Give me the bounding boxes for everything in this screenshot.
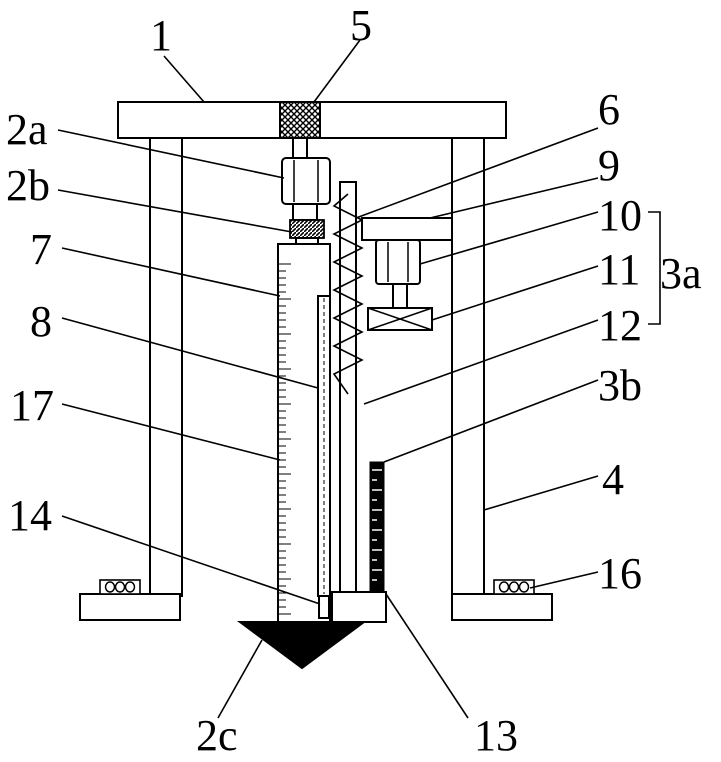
- label-17: 17: [10, 381, 54, 430]
- label-14: 14: [8, 491, 52, 540]
- cylinder: [376, 240, 420, 284]
- label-3a: 3a: [660, 249, 702, 298]
- sensor: [319, 596, 329, 618]
- bracket-arm: [362, 218, 452, 240]
- label-7: 7: [30, 225, 52, 274]
- left-foot: [80, 594, 180, 620]
- screw-shaft: [293, 138, 307, 158]
- label-2b: 2b: [6, 161, 50, 210]
- group-bracket: [648, 212, 660, 324]
- right-foot-grip: [494, 580, 534, 594]
- label-1: 1: [150, 11, 172, 60]
- base-block: [332, 592, 386, 622]
- label-4: 4: [602, 455, 624, 504]
- label-9: 9: [598, 141, 620, 190]
- label-8: 8: [30, 297, 52, 346]
- knurled-knob: [280, 102, 320, 138]
- label-16: 16: [598, 549, 642, 598]
- label-11: 11: [598, 245, 640, 294]
- label-2c: 2c: [196, 711, 238, 760]
- motor-shaft: [293, 204, 317, 220]
- label-13: 13: [474, 711, 518, 760]
- coupling: [290, 220, 324, 238]
- right-foot: [452, 594, 552, 620]
- label-2a: 2a: [6, 105, 48, 154]
- motor-block: [282, 158, 330, 204]
- label-5: 5: [350, 1, 372, 50]
- label-6: 6: [598, 85, 620, 134]
- label-3b: 3b: [598, 361, 642, 410]
- ruler-strip: [370, 462, 384, 592]
- label-10: 10: [598, 191, 642, 240]
- cylinder-rod: [393, 284, 407, 308]
- label-12: 12: [598, 301, 642, 350]
- left-foot-grip: [100, 580, 140, 594]
